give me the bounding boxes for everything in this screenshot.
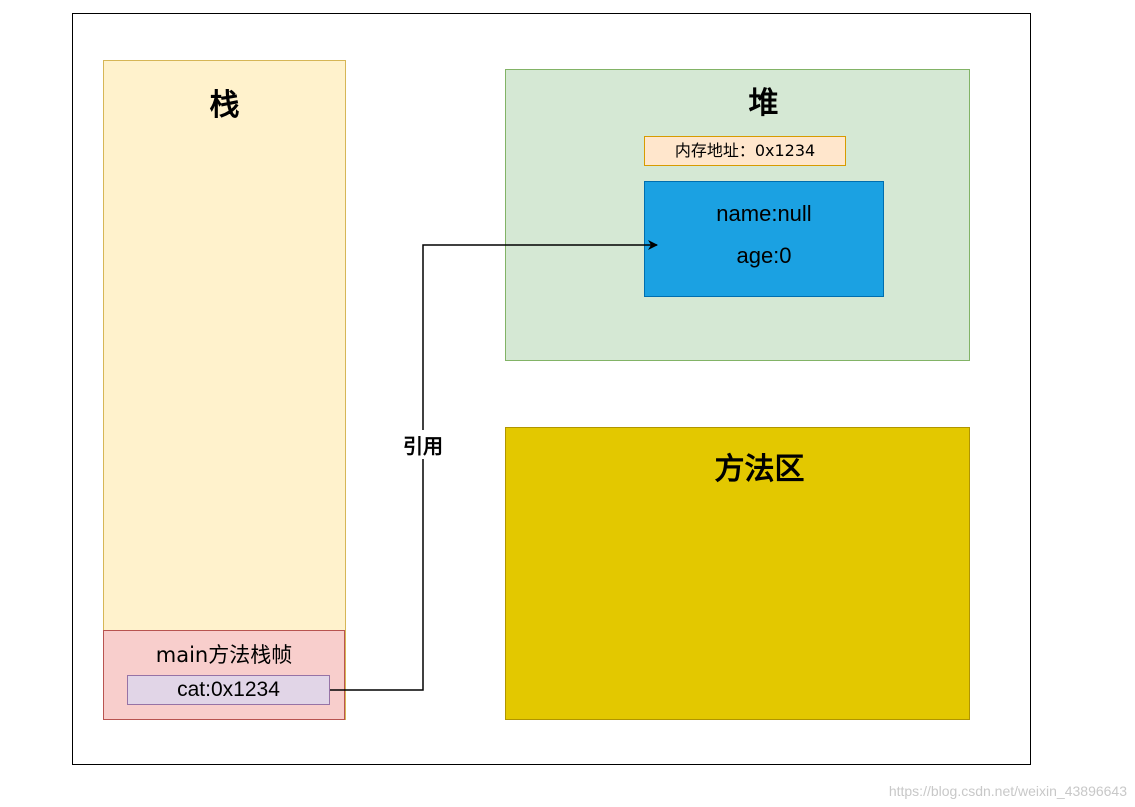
object-field-name: name:null bbox=[716, 201, 812, 226]
heap-object-box bbox=[644, 181, 884, 297]
stack-title: 栈 bbox=[209, 88, 240, 123]
cat-variable-box: cat:0x1234 bbox=[127, 675, 330, 705]
memory-address-label: 内存地址：0x1234 bbox=[644, 136, 846, 166]
method-area-title: 方法区 bbox=[714, 452, 805, 487]
stack-frame-title: main方法栈帧 bbox=[155, 643, 293, 667]
object-field-age: age:0 bbox=[736, 243, 792, 268]
outer-border bbox=[72, 13, 1031, 765]
reference-label: 引用 bbox=[396, 430, 450, 459]
heap-title: 堆 bbox=[748, 86, 779, 121]
stack-region bbox=[103, 60, 346, 720]
watermark: https://blog.csdn.net/weixin_43896643 bbox=[888, 783, 1127, 799]
